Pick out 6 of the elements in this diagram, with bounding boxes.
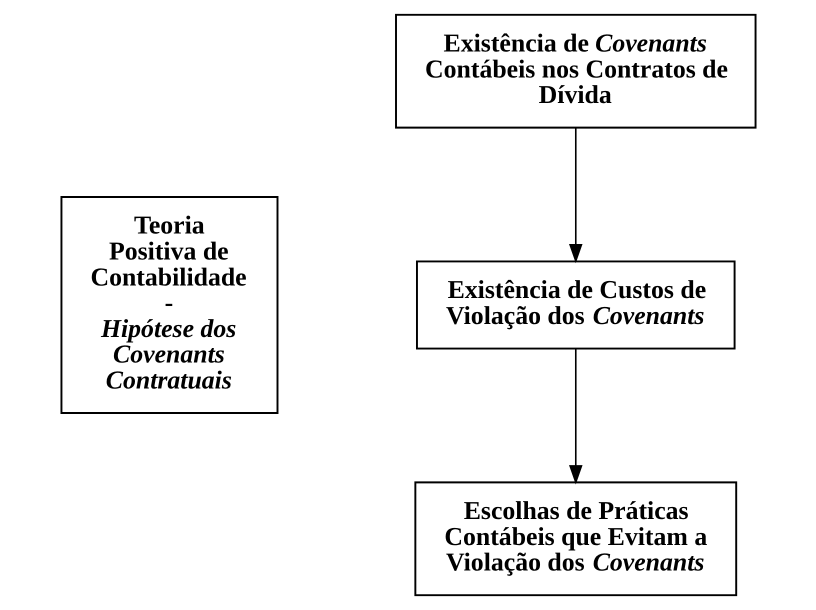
node-box: Existência de Covenants Contábeis nos Contratos de Dívida: [394, 14, 756, 129]
node-box: Teoria Positiva de Contabilidade - Hipótese dos Covenants Contratuais: [60, 196, 278, 414]
node-box: Existência de Custos de Violação dos Covenants: [416, 260, 736, 350]
node-box: Escolhas de Práticas Contábeis que Evitam a Violação dos Covenants: [414, 481, 737, 596]
arrow: [568, 348, 582, 485]
arrow: [568, 128, 582, 264]
